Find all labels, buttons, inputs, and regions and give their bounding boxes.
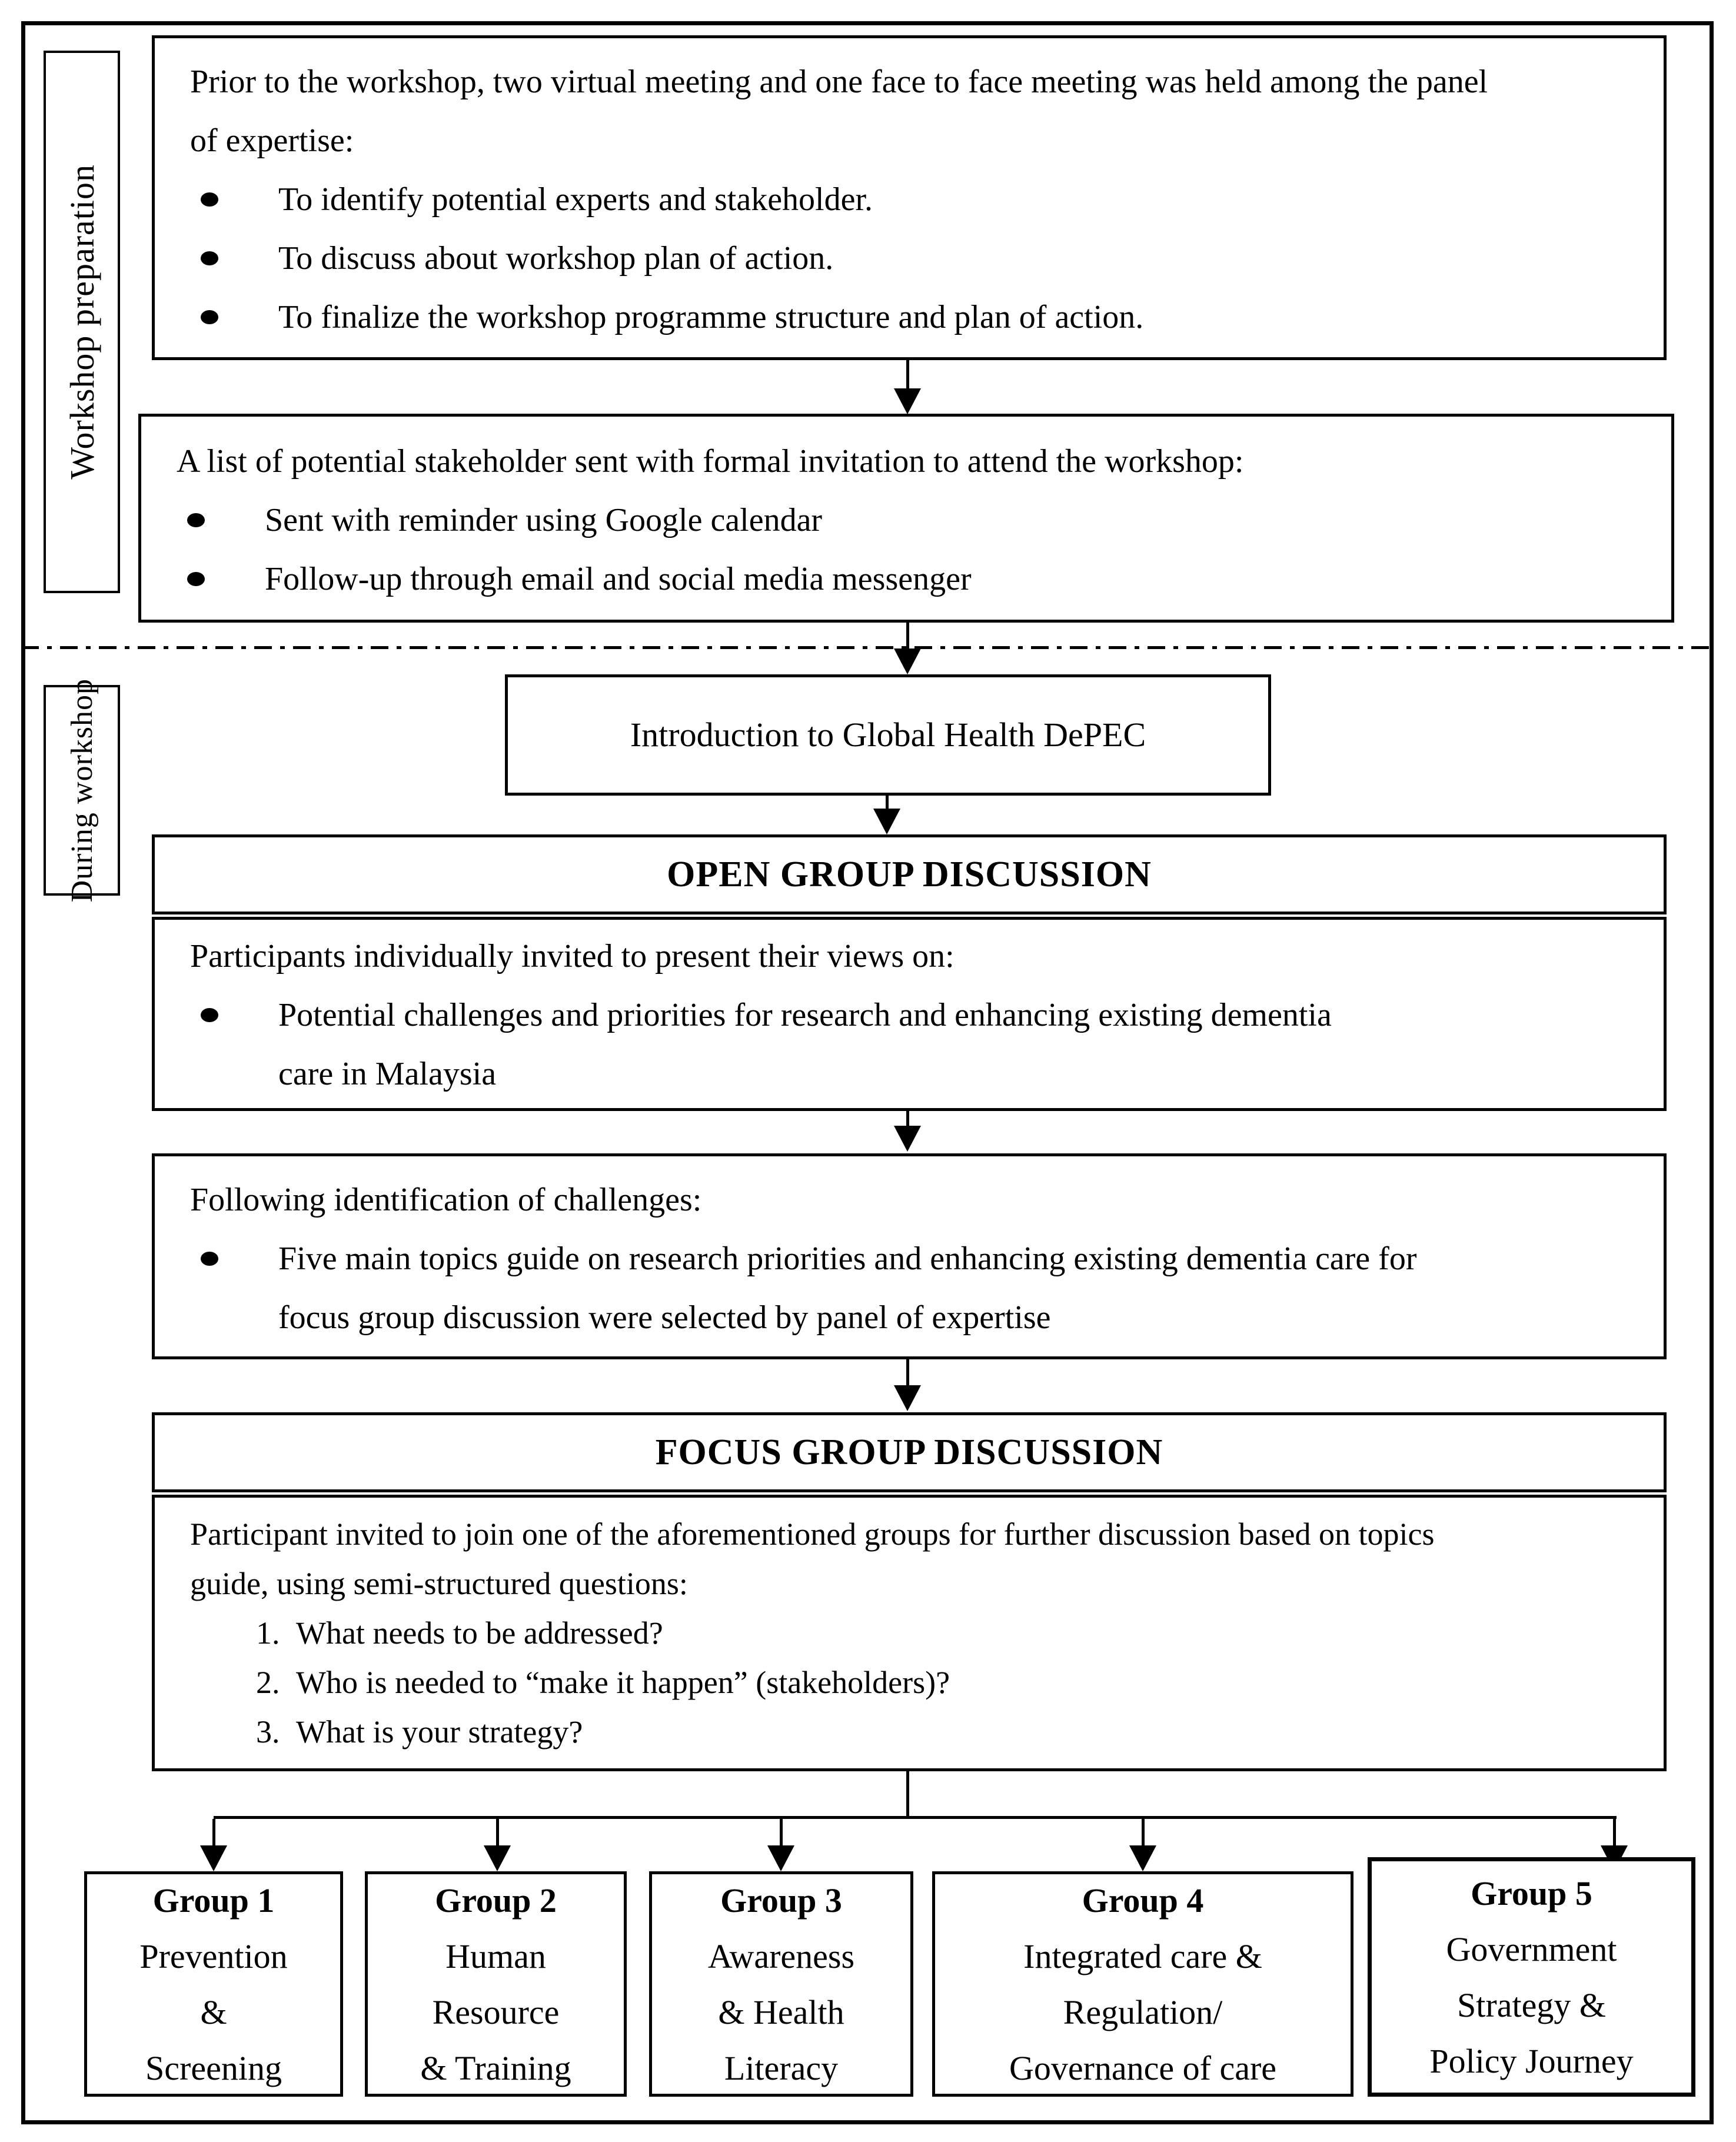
group-2-box: Group 2 Human Resource & Training: [365, 1871, 627, 2097]
flow-arrow-stem-1: [906, 360, 909, 388]
prep-meetings-intro: Prior to the workshop, two virtual meeti…: [190, 64, 1488, 159]
group-2-line: Human: [445, 1937, 546, 1975]
arrow-down-icon: [873, 809, 900, 834]
group-2-line: Resource: [432, 1993, 560, 2031]
intro-depec-label: Introduction to Global Health DePEC: [630, 716, 1146, 754]
distributor-up-stem: [906, 1771, 909, 1819]
arrow-down-icon: [894, 1385, 921, 1411]
arrow-down-icon: [200, 1845, 227, 1871]
group-1-line: Screening: [145, 2048, 282, 2087]
diagram-outer-border: [21, 21, 1714, 2124]
intro-depec-box: Introduction to Global Health DePEC: [505, 674, 1271, 796]
focus-discussion-content: Participant invited to join one of the a…: [152, 1495, 1667, 1771]
phase-label-during-workshop-text: During workshop: [65, 678, 99, 903]
group-4-line: Regulation/: [1063, 1993, 1223, 2031]
focus-discussion-intro: Participant invited to join one of the a…: [190, 1516, 1435, 1601]
list-item: Who is needed to “make it happen” (stake…: [256, 1658, 950, 1707]
group-2-title: Group 2: [435, 1881, 557, 1920]
list-item: What needs to be addressed?: [256, 1608, 663, 1658]
group-arrow-stem-1: [212, 1819, 215, 1845]
group-5-line: Government: [1446, 1930, 1617, 1968]
group-5-box: Group 5 Government Strategy & Policy Jou…: [1368, 1857, 1695, 2097]
distributor-line: [214, 1816, 1617, 1819]
open-discussion-intro: Participants individually invited to pre…: [190, 938, 955, 974]
challenges-box: Following identification of challenges: …: [152, 1153, 1667, 1359]
list-item: To discuss about workshop plan of action…: [190, 229, 1628, 288]
focus-discussion-header: FOCUS GROUP DISCUSSION: [152, 1412, 1667, 1492]
challenges-intro: Following identification of challenges:: [190, 1182, 702, 1218]
invitation-intro: A list of potential stakeholder sent wit…: [177, 443, 1244, 480]
arrow-down-icon: [767, 1845, 794, 1871]
prep-meetings-box: Prior to the workshop, two virtual meeti…: [152, 35, 1667, 360]
group-4-box: Group 4 Integrated care & Regulation/ Go…: [932, 1871, 1353, 2097]
phase-label-workshop-preparation-text: Workshop preparation: [62, 164, 101, 480]
list-item: To identify potential experts and stakeh…: [190, 170, 1628, 229]
prep-meetings-bullet-list: To identify potential experts and stakeh…: [190, 170, 1628, 347]
arrow-down-icon: [1129, 1845, 1156, 1871]
group-3-line: Awareness: [707, 1937, 855, 1975]
invitation-box: A list of potential stakeholder sent wit…: [138, 414, 1674, 623]
group-2-line: & Training: [420, 2048, 571, 2087]
phase-divider-line: [21, 646, 1714, 649]
group-4-line: Integrated care &: [1023, 1937, 1262, 1975]
group-5-title: Group 5: [1471, 1874, 1592, 1912]
flow-arrow-stem-3: [886, 796, 889, 809]
challenges-bullet-list: Five main topics guide on research prior…: [190, 1229, 1628, 1347]
group-4-title: Group 4: [1082, 1881, 1204, 1920]
group-3-line: & Health: [718, 1993, 844, 2031]
group-3-line: Literacy: [724, 2048, 839, 2087]
list-item: Follow-up through email and social media…: [177, 550, 1636, 608]
open-discussion-header: OPEN GROUP DISCUSSION: [152, 834, 1667, 914]
group-1-box: Group 1 Prevention & Screening: [84, 1871, 343, 2097]
open-discussion-bullet-list: Potential challenges and priorities for …: [190, 986, 1628, 1103]
flow-arrow-stem-2: [906, 623, 909, 648]
arrow-down-icon: [484, 1845, 511, 1871]
group-3-box: Group 3 Awareness & Health Literacy: [649, 1871, 913, 2097]
arrow-down-icon: [894, 1126, 921, 1152]
phase-label-during-workshop: During workshop: [44, 678, 120, 902]
arrow-down-icon: [894, 388, 921, 414]
list-item: Sent with reminder using Google calendar: [177, 491, 1636, 550]
open-discussion-content: Participants individually invited to pre…: [152, 917, 1667, 1111]
group-1-line: Prevention: [139, 1937, 288, 1975]
list-item: To finalize the workshop programme struc…: [190, 288, 1628, 347]
group-4-line: Governance of care: [1009, 2048, 1277, 2087]
group-3-title: Group 3: [720, 1881, 842, 1920]
group-5-line: Strategy &: [1457, 1985, 1606, 2024]
phase-label-workshop-preparation: Workshop preparation: [44, 51, 120, 593]
group-arrow-stem-2: [496, 1819, 499, 1845]
group-1-line: &: [200, 1993, 227, 2031]
focus-question-list: What needs to be addressed? Who is neede…: [190, 1608, 1628, 1757]
group-arrow-stem-5: [1613, 1819, 1616, 1845]
list-item: Potential challenges and priorities for …: [190, 986, 1355, 1103]
group-arrow-stem-4: [1142, 1819, 1145, 1845]
open-discussion-title: OPEN GROUP DISCUSSION: [667, 854, 1152, 894]
flow-arrow-stem-5: [906, 1359, 909, 1385]
list-item: What is your strategy?: [256, 1707, 583, 1757]
focus-discussion-title: FOCUS GROUP DISCUSSION: [655, 1432, 1163, 1472]
arrow-down-icon: [894, 648, 921, 674]
list-item: Five main topics guide on research prior…: [190, 1229, 1426, 1347]
group-arrow-stem-3: [780, 1819, 783, 1845]
group-1-title: Group 1: [152, 1881, 275, 1920]
group-5-line: Policy Journey: [1429, 2041, 1634, 2080]
invitation-bullet-list: Sent with reminder using Google calendar…: [177, 491, 1636, 608]
flow-arrow-stem-4: [906, 1111, 909, 1126]
